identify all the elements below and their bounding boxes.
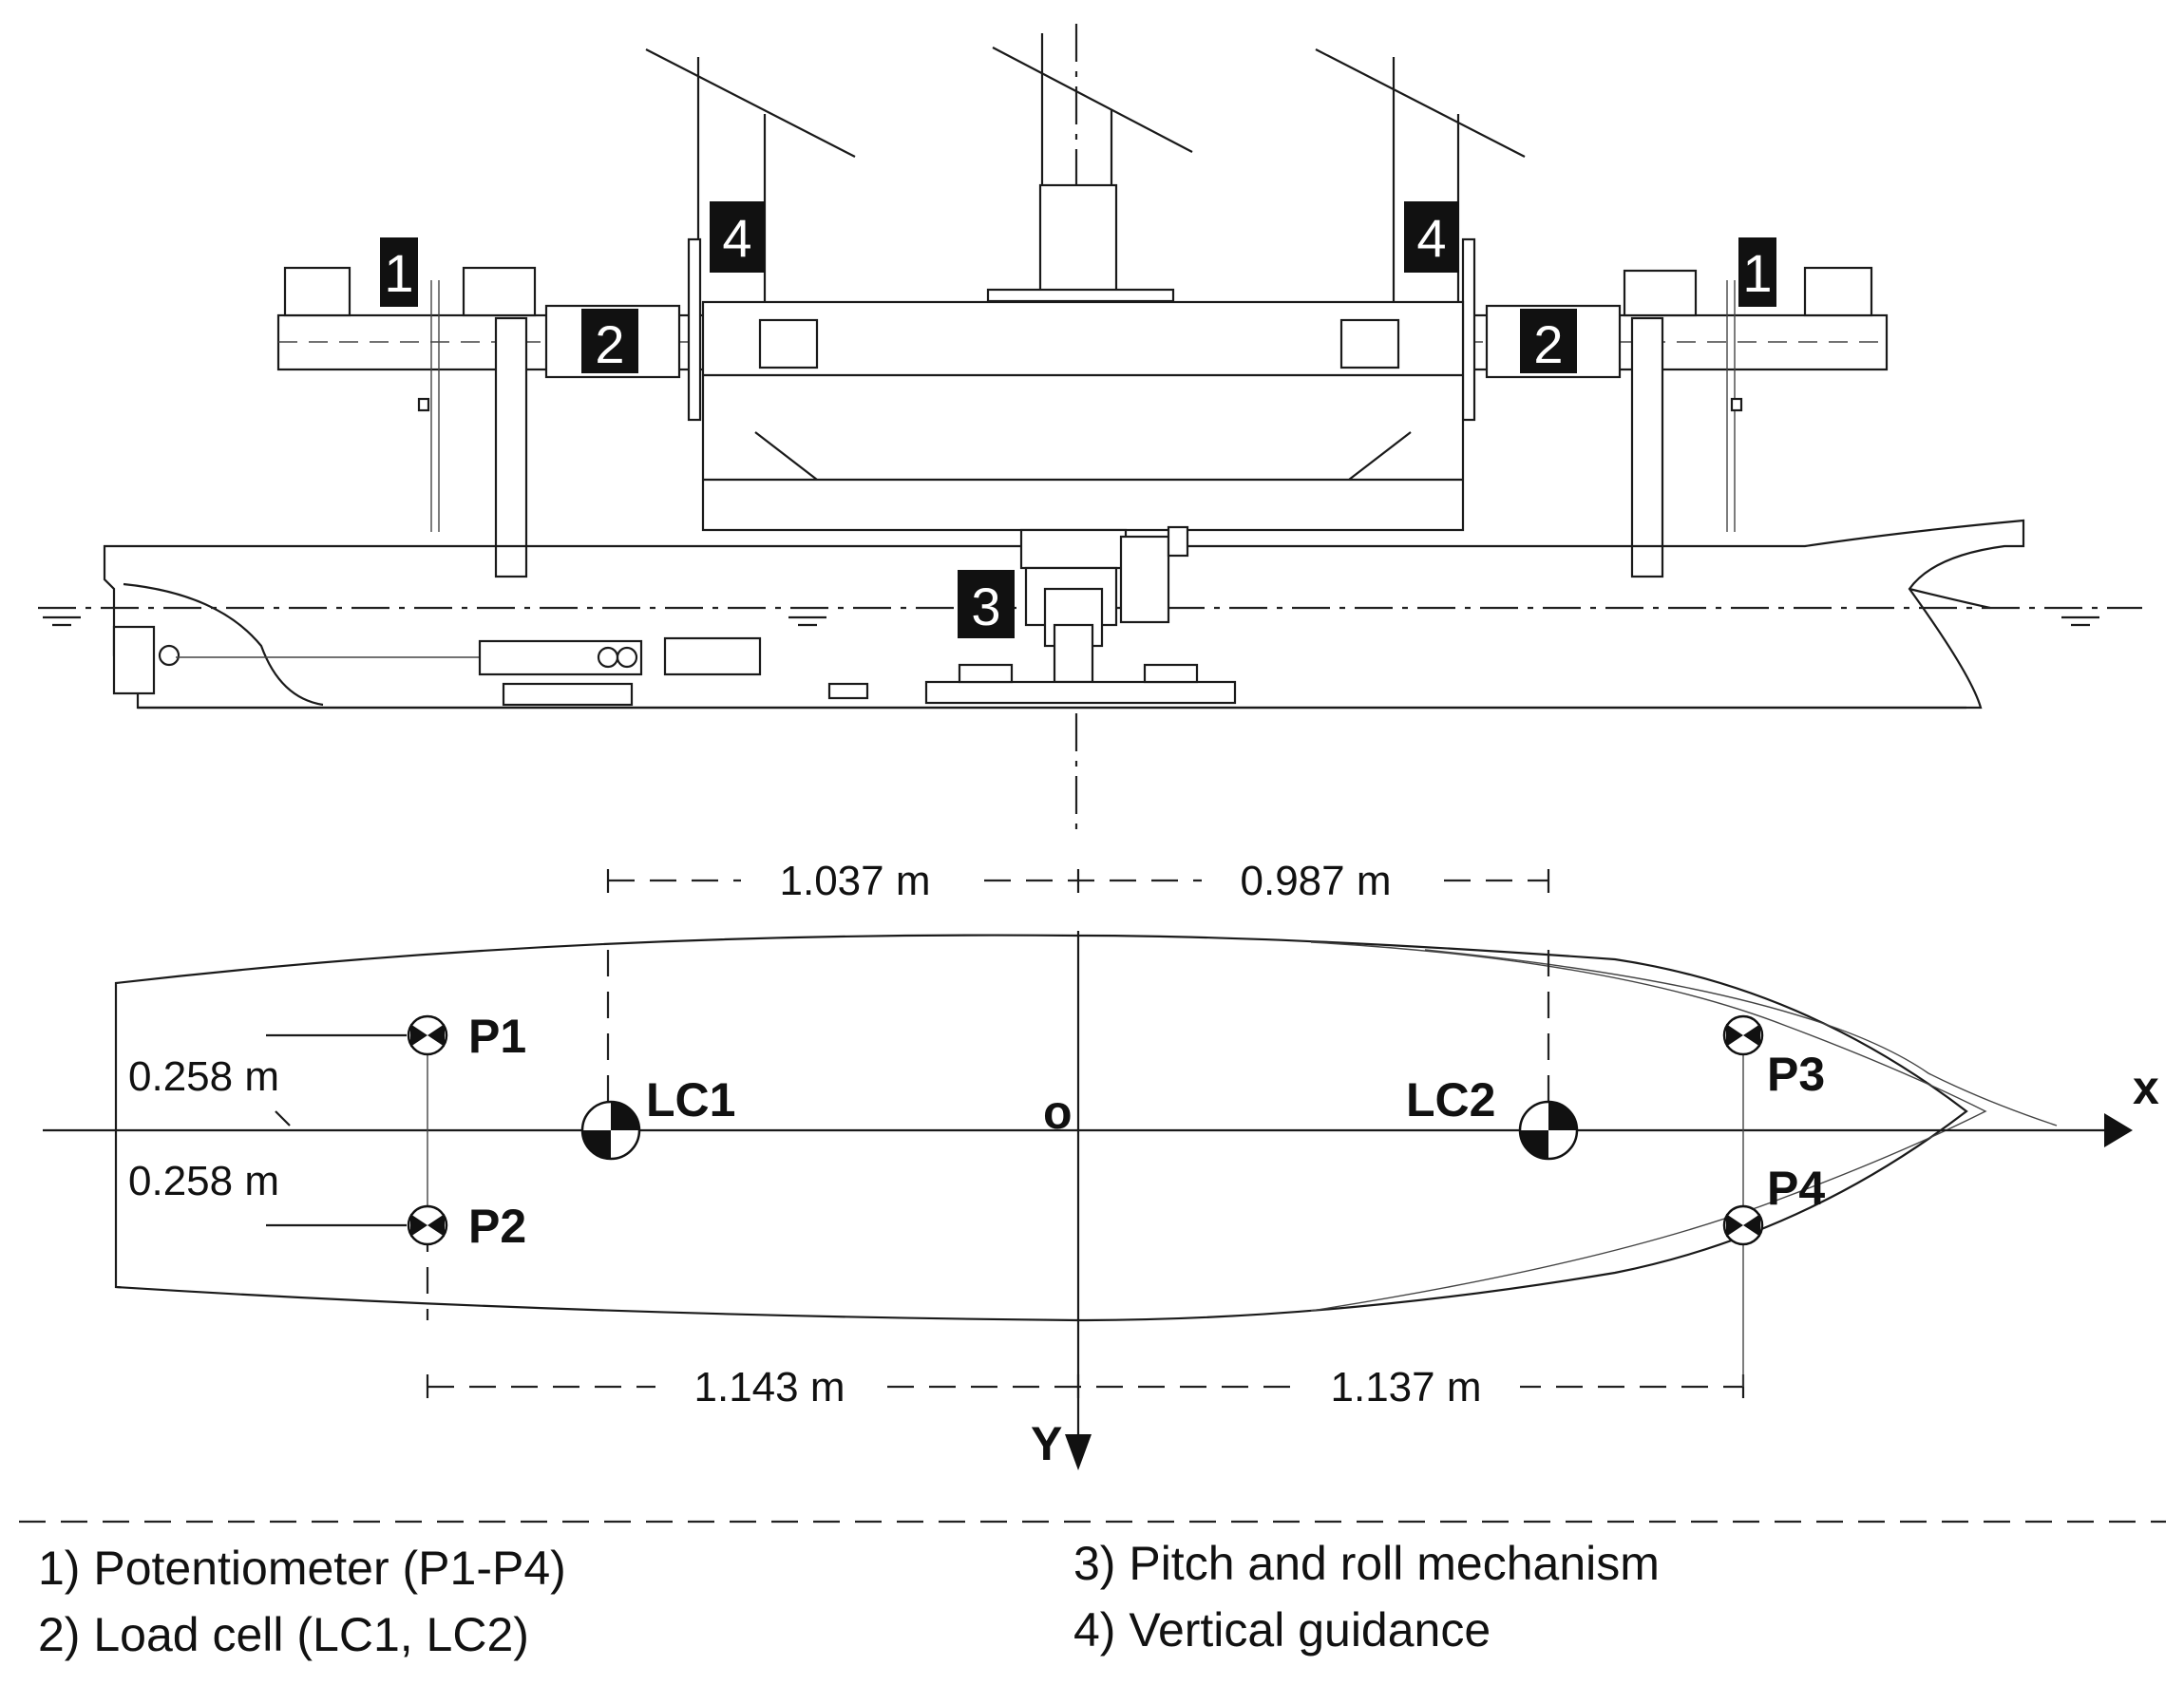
svg-text:4: 4 <box>722 208 751 268</box>
potentiometer-rods <box>417 280 1743 578</box>
central-frame <box>701 300 1465 532</box>
y-axis-label: Y <box>1031 1417 1062 1470</box>
dim-bottom-right: 1.137 m <box>1331 1364 1482 1411</box>
label-p3: P3 <box>1767 1048 1825 1101</box>
legend-item-3: 3) Pitch and roll mechanism <box>1073 1537 1660 1590</box>
svg-text:1: 1 <box>384 243 413 303</box>
label-lc2: LC2 <box>1406 1073 1495 1127</box>
potentiometer-p4 <box>1722 1204 1764 1246</box>
x-axis-arrow <box>2104 1113 2133 1147</box>
tag-vertical-guidance-right: 4 <box>1404 201 1459 273</box>
legend: 1) Potentiometer (P1-P4) 2) Load cell (L… <box>38 1537 1660 1661</box>
label-lc1: LC1 <box>646 1073 735 1127</box>
load-cell-lc1 <box>580 1100 641 1161</box>
dimension-side: 0.258 m 0.258 m <box>128 1033 1744 1387</box>
legend-item-1: 1) Potentiometer (P1-P4) <box>38 1542 566 1595</box>
svg-text:4: 4 <box>1416 208 1446 268</box>
tag-potentiometer-left: 1 <box>380 237 418 307</box>
hull-plan-outline <box>114 934 1968 1322</box>
hull-plan-inner <box>1310 941 1987 1312</box>
tag-load-cell-left: 2 <box>581 309 638 374</box>
legend-item-2: 2) Load cell (LC1, LC2) <box>38 1608 529 1661</box>
hull-plan-bow-curve <box>1424 949 2058 1127</box>
dim-bottom-left: 1.143 m <box>694 1364 845 1411</box>
label-p2: P2 <box>468 1200 526 1253</box>
dim-side-lower: 0.258 m <box>128 1158 279 1204</box>
dim-top-left: 1.037 m <box>780 858 931 904</box>
top-view: x Y o 1.037 m 0.987 m 1.143 m <box>43 857 2159 1470</box>
svg-text:3: 3 <box>971 577 1000 636</box>
tag-potentiometer-right: 1 <box>1738 237 1776 307</box>
dimension-bottom: 1.143 m 1.137 m <box>426 1225 1745 1411</box>
pitch-roll-mechanism <box>924 525 1237 705</box>
svg-text:2: 2 <box>595 314 624 374</box>
guide-struts <box>645 33 1526 304</box>
tag-load-cell-right: 2 <box>1520 309 1577 374</box>
label-p4: P4 <box>1767 1162 1825 1215</box>
dim-top-right: 0.987 m <box>1241 858 1392 904</box>
dim-side-upper: 0.258 m <box>128 1053 279 1100</box>
svg-text:1: 1 <box>1742 243 1772 303</box>
legend-item-4: 4) Vertical guidance <box>1073 1603 1491 1657</box>
origin-label: o <box>1043 1086 1073 1139</box>
hull-side <box>103 519 2025 710</box>
dimension-top: 1.037 m 0.987 m <box>606 857 1550 1130</box>
y-axis-arrow <box>1065 1434 1092 1470</box>
stern-propeller <box>112 625 869 707</box>
potentiometer-p2 <box>407 1204 448 1246</box>
tag-vertical-guidance-left: 4 <box>710 201 765 273</box>
load-cell-lc2 <box>1518 1100 1579 1161</box>
potentiometer-p3 <box>1722 1014 1764 1056</box>
svg-text:2: 2 <box>1533 314 1563 374</box>
potentiometer-p1 <box>407 1014 448 1056</box>
side-view: 1 1 2 2 3 4 4 <box>38 24 2142 836</box>
label-p1: P1 <box>468 1010 526 1063</box>
tag-pitch-roll: 3 <box>958 570 1015 638</box>
x-axis-label: x <box>2133 1061 2159 1114</box>
